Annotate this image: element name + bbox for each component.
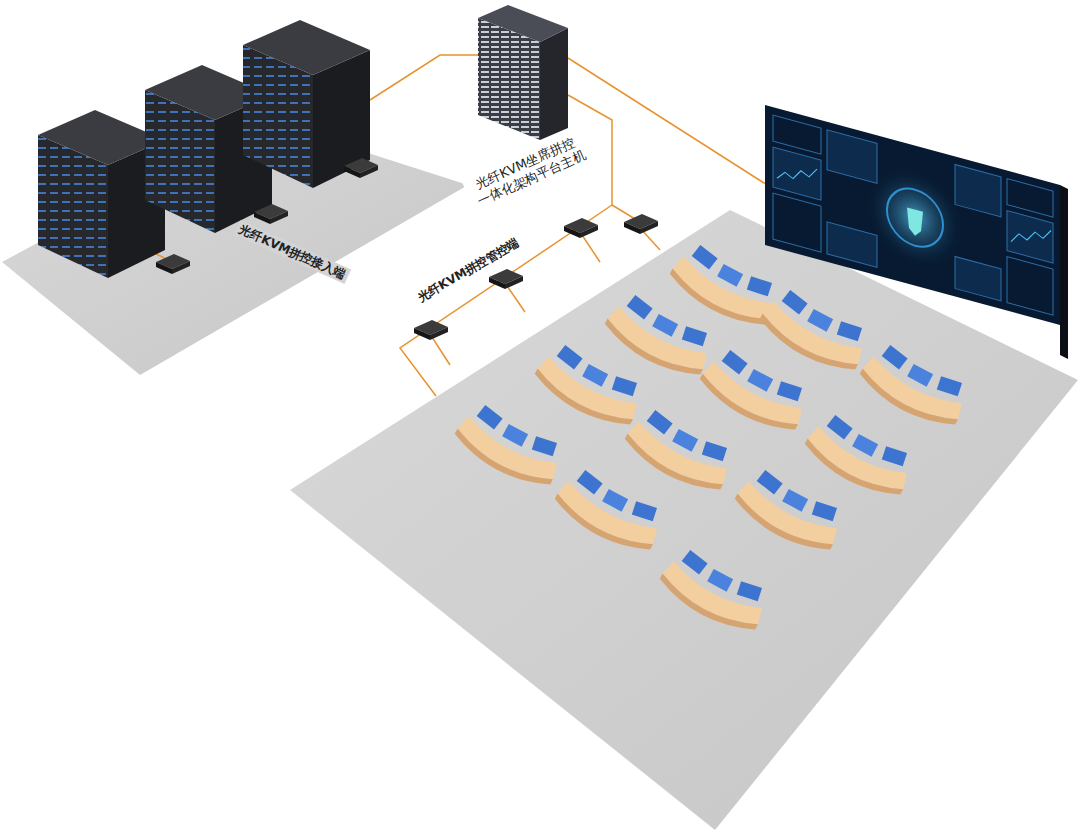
wall-edge — [1060, 185, 1068, 359]
operator-desk — [654, 544, 774, 640]
wall-ring — [887, 182, 943, 253]
operator-desk — [549, 464, 669, 560]
operator-desk — [754, 284, 874, 380]
operator-desk — [729, 464, 849, 560]
host-side — [540, 28, 568, 140]
operator-desk — [619, 404, 739, 500]
wall-shield — [907, 207, 923, 237]
wall-screen — [765, 105, 1060, 325]
wall-panel — [773, 193, 821, 252]
wire — [568, 58, 775, 190]
wall-panel — [955, 256, 1001, 300]
wall-panel — [773, 147, 821, 200]
operator-desk — [799, 409, 919, 505]
kvm-receiver — [489, 269, 523, 289]
caption-label: 光纤KVM坐席拼控 一体化架构平台主机 — [462, 129, 595, 213]
wall-panel — [1007, 179, 1053, 217]
control-room-floor — [290, 210, 1078, 830]
wall-panel — [827, 130, 877, 184]
video-wall — [765, 105, 1060, 325]
wall-chart — [1011, 220, 1051, 253]
wall-panel — [827, 222, 877, 268]
wire — [370, 55, 478, 100]
wire — [400, 205, 612, 396]
operator-desk — [694, 344, 814, 440]
operator-desk — [854, 339, 974, 435]
rack-top — [243, 20, 370, 75]
wall-panel — [1007, 211, 1053, 263]
wall-glow — [867, 157, 963, 279]
fiber-wires — [100, 55, 775, 396]
kvm-receiver — [414, 320, 448, 340]
server-rack — [243, 20, 370, 188]
kvm-transmitter — [344, 158, 378, 178]
operator-desk — [599, 289, 719, 385]
kvm-receiver — [564, 218, 598, 238]
operator-desk — [529, 339, 649, 435]
host-rack — [478, 5, 568, 140]
kvm-transmitter — [254, 204, 288, 224]
host-top — [478, 5, 568, 42]
wall-chart — [777, 158, 817, 189]
wall-panel — [955, 164, 1001, 216]
wall-panel — [773, 115, 821, 154]
kvm-receiver — [624, 214, 658, 234]
operator-desk — [449, 399, 569, 495]
kvm-transmitter — [156, 254, 190, 274]
wall-panel — [1007, 257, 1053, 315]
